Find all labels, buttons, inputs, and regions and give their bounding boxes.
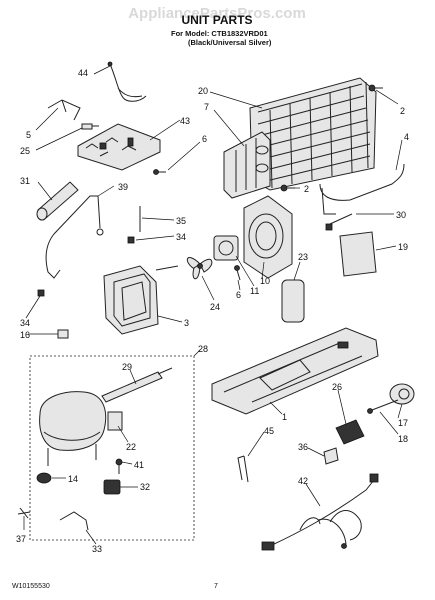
callout-18: 18 [398,434,408,444]
leader-lines [23,65,403,545]
part-bolt-30 [325,213,353,231]
part-base-pan-1 [211,327,379,415]
part-pad-26 [335,419,365,445]
part-screw-25 [81,123,99,130]
part-clip-5 [47,99,81,121]
callout-28: 28 [198,344,208,354]
callout-35: 35 [176,216,186,226]
part-tube-29 [101,367,173,403]
callout-2a: 2 [400,106,405,116]
callout-3: 3 [184,318,189,328]
callout-29: 29 [122,362,132,372]
watermark: AppliancePartsPros.com [128,5,306,22]
callout-42: 42 [298,476,308,486]
callout-6a: 6 [202,134,207,144]
part-shroud-10 [243,195,293,279]
callout-43: 43 [180,116,190,126]
callout-4: 4 [404,132,409,142]
callout-25: 25 [20,146,30,156]
callout-31: 31 [20,176,30,186]
part-motor-11 [213,235,239,261]
callout-10: 10 [260,276,270,286]
callout-2b: 2 [304,184,309,194]
part-clip-36 [323,447,339,465]
part-screw-2b [280,184,295,192]
callouts: 44 20 7 2 5 43 25 6 4 31 39 2 35 30 34 1… [16,68,409,554]
part-tube-39 [45,195,101,279]
part-coil-3 [103,265,179,335]
part-compressor [39,391,107,466]
page-number: 7 [214,583,218,590]
callout-17: 17 [398,418,408,428]
part-clip-16 [57,329,69,339]
part-wire-33 [59,511,89,531]
part-control-box-43 [77,123,161,171]
callout-11: 11 [250,286,259,296]
diagram-title: UNIT PARTS [181,13,252,27]
callout-26: 26 [332,382,342,392]
callout-32: 32 [140,482,150,492]
callout-1: 1 [282,412,287,422]
part-clip-37 [17,507,31,519]
part-screw-6b [234,265,241,281]
part-relay-22 [107,411,123,431]
color-line: (Black/Universal Silver) [188,38,272,47]
part-coil-7 [223,131,271,199]
callout-5: 5 [26,130,31,140]
part-tube-4 [319,163,405,215]
part-harness-42 [261,473,379,551]
part-wire-44 [109,63,147,102]
callout-14: 14 [68,474,78,484]
callout-23: 23 [298,252,308,262]
model-line: For Model: CTB1832VRD01 [171,29,268,38]
part-overload-32 [103,479,121,495]
callout-34b: 34 [20,318,30,328]
callout-6b: 6 [236,290,241,300]
part-clip-34a [127,236,135,244]
part-clip-34b [37,289,45,297]
part-wheel-17 [389,383,415,405]
callout-44: 44 [78,68,88,78]
part-grommet-14 [36,472,52,484]
doc-number: W10155530 [12,583,50,590]
part-bracket-45 [237,455,249,483]
part-foam-23 [281,279,305,323]
part-fan-24 [186,257,213,280]
part-pad-19 [339,231,377,277]
connector-44 [107,61,113,67]
callout-22: 22 [126,442,136,452]
callout-36: 36 [298,442,308,452]
part-screw-2a [368,84,383,92]
callout-16: 16 [20,330,30,340]
part-screw-41 [115,458,123,474]
callout-41: 41 [134,460,144,470]
callout-20: 20 [198,86,208,96]
kit-outline-28 [29,355,195,541]
callout-33: 33 [92,544,102,554]
callout-37: 37 [16,534,26,544]
part-axle-18 [367,399,399,414]
part-screw-6 [153,169,166,175]
callout-7: 7 [204,102,209,112]
callout-19: 19 [398,242,408,252]
callout-34a: 34 [176,232,186,242]
callout-30: 30 [396,210,406,220]
callout-45: 45 [264,426,274,436]
part-tube-31 [36,181,79,221]
callout-24: 24 [210,302,220,312]
callout-39: 39 [118,182,128,192]
